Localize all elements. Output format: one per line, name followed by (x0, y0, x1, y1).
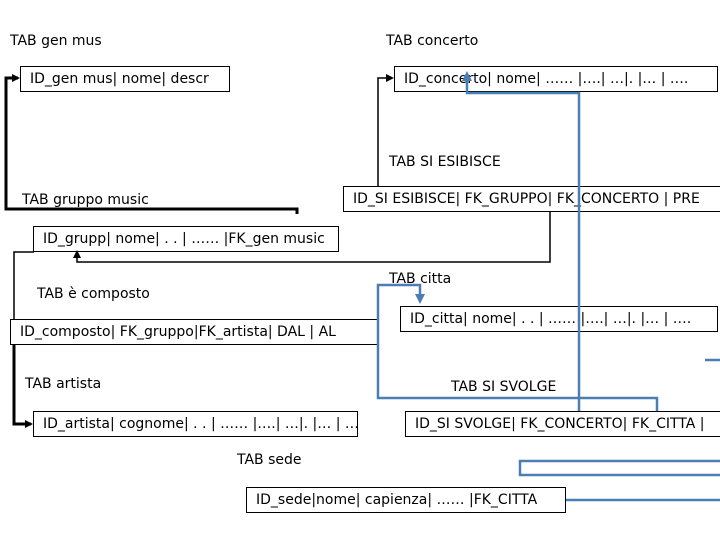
link-gruppo-to-gen-mus (4, 74, 299, 214)
table-box-citta: ID_citta| nome| . . | …… |….| …|. |… | …… (400, 306, 718, 332)
table-box-gruppo: ID_grupp| nome| . . | …… |FK_gen music (33, 226, 339, 252)
table-box-gen-mus: ID_gen mus| nome| descr (20, 66, 230, 92)
table-title-concerto: TAB concerto (386, 33, 479, 49)
link-composto-to-artista (12, 345, 33, 428)
link-sede-to-citta-b (518, 459, 720, 477)
link-si-svolge-to-concerto (462, 71, 581, 411)
table-box-artista: ID_artista| cognome| . . | …… |….| …|. |… (33, 411, 358, 437)
table-box-si-svolge: ID_SI SVOLGE| FK_CONCERTO| FK_CITTA | (405, 411, 720, 437)
table-box-composto: ID_composto| FK_gruppo|FK_artista| DAL |… (10, 319, 378, 345)
table-title-si-svolge: TAB SI SVOLGE (451, 379, 557, 395)
table-box-sede: ID_sede|nome| capienza| …… |FK_CITTA (246, 487, 566, 513)
link-si-esibisce-to-gruppo (73, 212, 551, 263)
table-title-si-esibisce: TAB SI ESIBISCE (389, 154, 501, 170)
table-box-si-esibisce: ID_SI ESIBISCE| FK_GRUPPO| FK_CONCERTO |… (343, 186, 720, 212)
link-composto-to-gruppo (13, 251, 34, 319)
table-box-concerto: ID_concerto| nome| …… |….| …|. |… | …. (394, 66, 718, 92)
table-title-citta: TAB citta (389, 271, 452, 287)
table-title-artista: TAB artista (25, 376, 102, 392)
link-si-esibisce-to-concerto (377, 74, 394, 186)
table-title-sede: TAB sede (237, 452, 302, 468)
table-title-composto: TAB è composto (37, 286, 150, 302)
table-title-gen-mus: TAB gen mus (10, 33, 102, 49)
table-title-gruppo: TAB gruppo music (22, 192, 149, 208)
link-si-svolge-to-citta (376, 283, 659, 411)
